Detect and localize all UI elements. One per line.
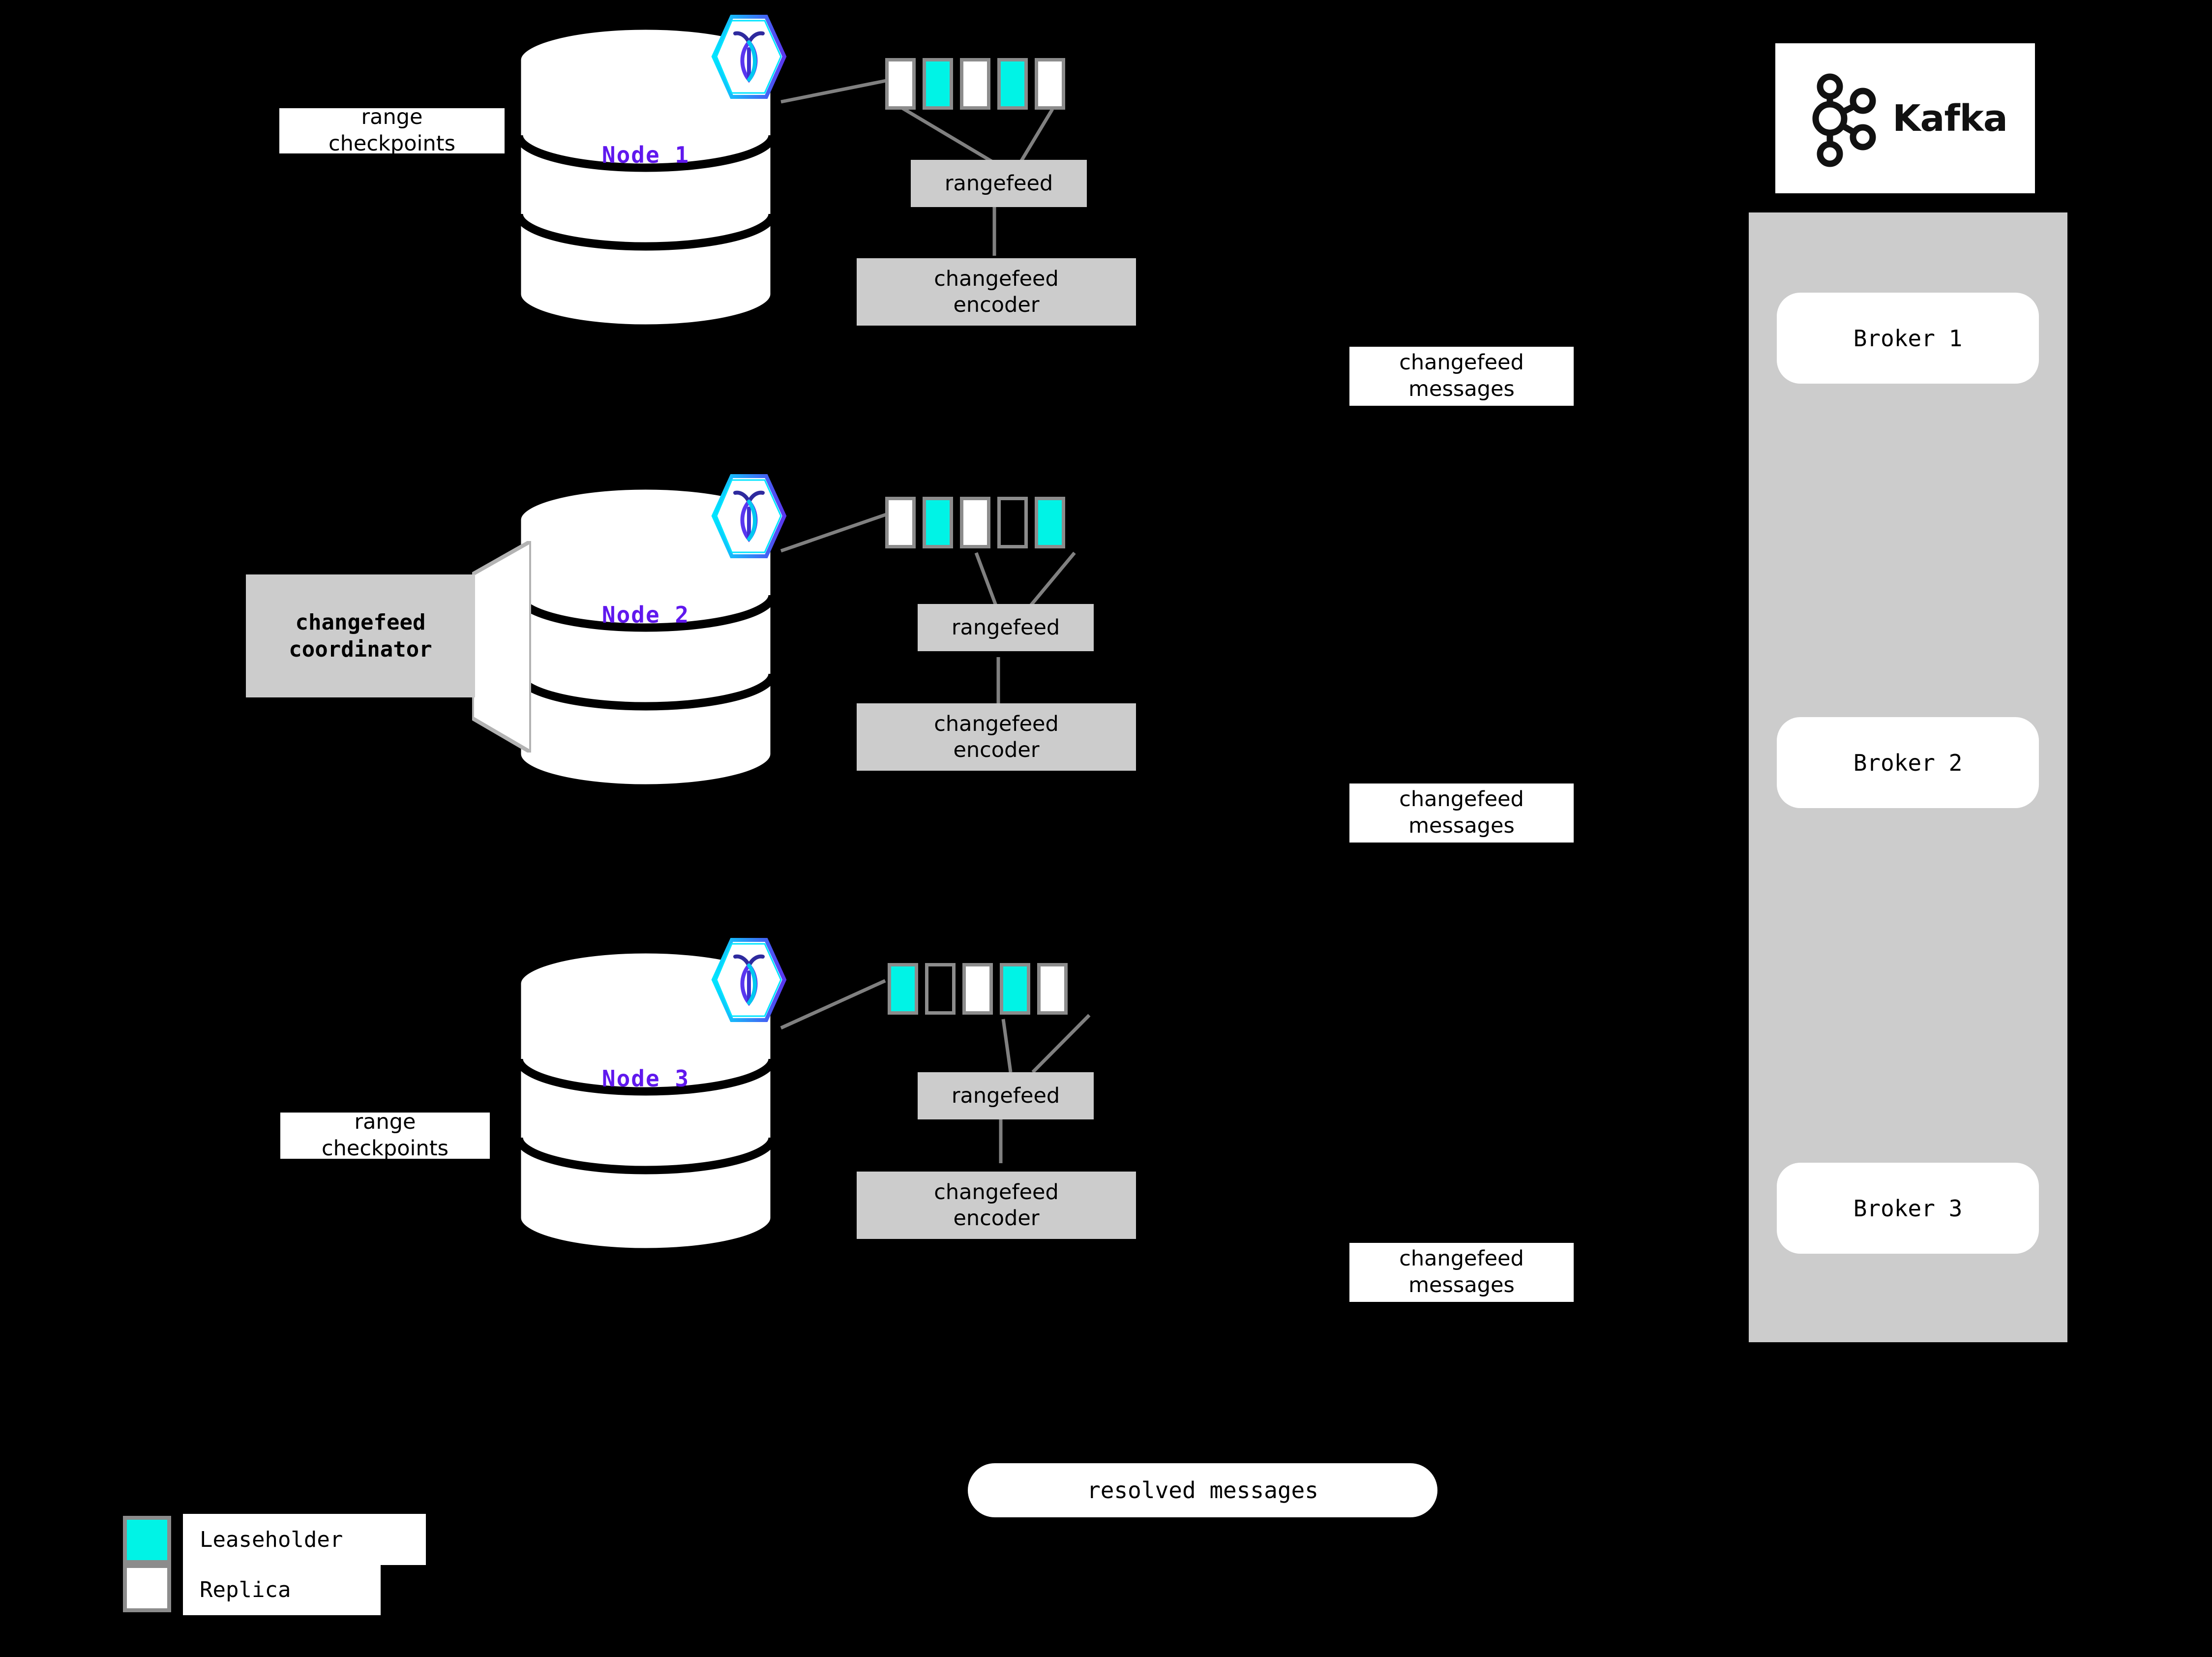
node-cylinder [514, 948, 777, 1253]
range-replica[interactable] [1037, 963, 1068, 1015]
range-leaseholder[interactable] [1000, 963, 1030, 1015]
legend-label-leaseholder: Leaseholder [183, 1514, 426, 1565]
broker-1[interactable]: Broker 1 [1777, 293, 2039, 384]
node-label: Node 3 [601, 1065, 690, 1092]
range-replica[interactable] [962, 963, 993, 1015]
resolved-messages-pill: resolved messages [968, 1463, 1437, 1517]
changefeed-messages-label-2: changefeed messages [1349, 783, 1574, 843]
node-1: Node 1 [514, 25, 777, 330]
legend-swatch-replica [123, 1564, 171, 1612]
changefeed-messages-label-1: changefeed messages [1349, 347, 1574, 406]
range-leaseholder[interactable] [888, 963, 918, 1015]
kafka-mark-icon [1812, 73, 1876, 167]
legend-swatch-leaseholder [123, 1516, 171, 1564]
range-leaseholder[interactable] [923, 58, 953, 110]
node-2-rangefeed[interactable]: rangefeed [918, 604, 1094, 651]
range-leaseholder[interactable] [1035, 497, 1065, 548]
node-1-range-checkpoints-label: range checkpoints [279, 105, 505, 156]
legend-label-replica: Replica [183, 1564, 381, 1615]
node-2: Node 2 [514, 484, 777, 789]
range-replica[interactable] [1035, 58, 1065, 110]
kafka-wordmark: Kafka [1892, 97, 2008, 140]
broker-3[interactable]: Broker 3 [1777, 1163, 2039, 1254]
range-replica[interactable] [885, 58, 916, 110]
node-3-ranges [888, 963, 1068, 1015]
cockroachdb-logo-icon [710, 473, 788, 559]
range-leaseholder[interactable] [923, 497, 953, 548]
node-cylinder [514, 484, 777, 789]
node-3-range-checkpoints-label: range checkpoints [280, 1110, 490, 1161]
cockroachdb-logo-icon [710, 14, 788, 100]
node-2-ranges [885, 497, 1065, 548]
broker-2[interactable]: Broker 2 [1777, 717, 2039, 808]
range-replica[interactable] [885, 497, 916, 548]
node-1-ranges [885, 58, 1065, 110]
range-replica[interactable] [960, 497, 990, 548]
changefeed-messages-label-3: changefeed messages [1349, 1243, 1574, 1302]
node-label: Node 2 [601, 602, 690, 628]
range-empty[interactable] [997, 497, 1028, 548]
node-1-changefeed-encoder[interactable]: changefeed encoder [857, 258, 1136, 326]
range-empty[interactable] [925, 963, 956, 1015]
node-1-rangefeed[interactable]: rangefeed [911, 160, 1087, 207]
range-leaseholder[interactable] [997, 58, 1028, 110]
changefeed-coordinator-box[interactable]: changefeed coordinator [246, 574, 475, 697]
kafka-logo: Kafka [1775, 43, 2035, 193]
changefeed-coordinator-connector [472, 541, 531, 753]
node-3-rangefeed[interactable]: rangefeed [918, 1072, 1094, 1119]
node-label: Node 1 [601, 142, 690, 168]
node-cylinder [514, 25, 777, 330]
cockroachdb-logo-icon [710, 937, 788, 1023]
range-replica[interactable] [960, 58, 990, 110]
node-3-changefeed-encoder[interactable]: changefeed encoder [857, 1172, 1136, 1239]
node-2-changefeed-encoder[interactable]: changefeed encoder [857, 703, 1136, 771]
node-3: Node 3 [514, 948, 777, 1253]
